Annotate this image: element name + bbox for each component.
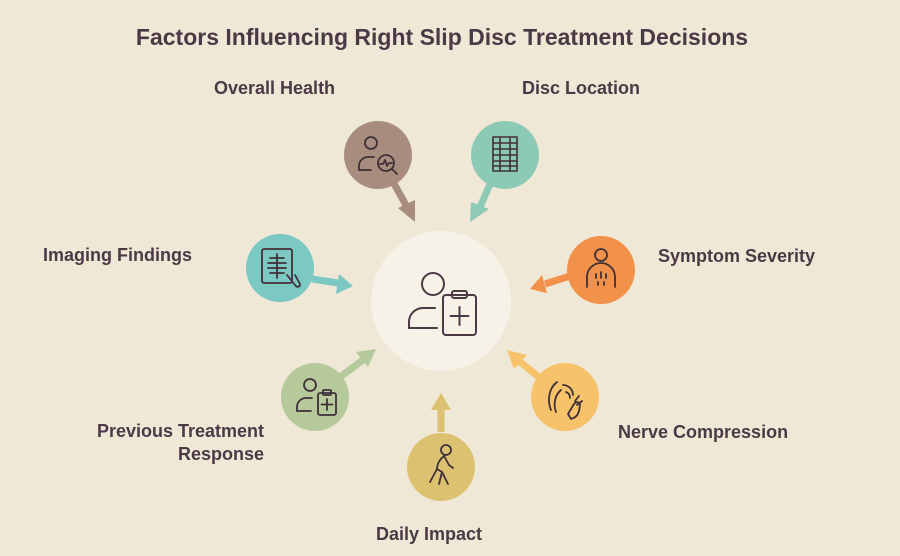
- label-overall-health: Overall Health: [214, 78, 336, 98]
- person-walking-icon: [429, 444, 454, 485]
- label-disc-location: Disc Location: [522, 78, 641, 98]
- label-nerve-compression: Nerve Compression: [618, 422, 789, 442]
- label-previous-treatment: Previous Treatment Response: [60, 420, 264, 466]
- arrow-disc-location: [470, 180, 495, 222]
- spine-icon: [492, 136, 518, 172]
- center-node: [371, 231, 511, 371]
- arrow-symptom-severity: [530, 272, 572, 293]
- health-monitor-icon: [358, 136, 398, 175]
- nerve-pain-icon: [548, 381, 583, 420]
- arrow-daily-impact: [431, 393, 451, 432]
- node-imaging-findings: [246, 234, 314, 302]
- node-disc-location: [471, 121, 539, 189]
- medical-record-icon: [296, 378, 337, 416]
- label-daily-impact: Daily Impact: [376, 524, 483, 544]
- diagram-title: Factors Influencing Right Slip Disc Trea…: [135, 24, 749, 50]
- node-nerve-compression: [531, 363, 599, 431]
- label-previous-treatment-line1: Previous Treatment: [96, 421, 264, 441]
- label-symptom-severity: Symptom Severity: [658, 246, 816, 266]
- arrow-overall-health: [388, 178, 415, 222]
- arrow-imaging-findings: [311, 274, 353, 294]
- arrow-nerve-compression: [507, 350, 543, 381]
- label-previous-treatment-line2: Response: [177, 444, 264, 464]
- node-symptom-severity: [567, 236, 635, 304]
- arrow-previous-treatment: [337, 349, 376, 380]
- label-imaging-findings: Imaging Findings: [43, 245, 192, 265]
- doctor-clipboard-icon: [408, 272, 477, 336]
- node-overall-health: [344, 121, 412, 189]
- node-daily-impact: [407, 433, 475, 501]
- node-previous-treatment: [281, 363, 349, 431]
- xray-icon: [261, 248, 301, 288]
- body-pain-icon: [586, 248, 616, 288]
